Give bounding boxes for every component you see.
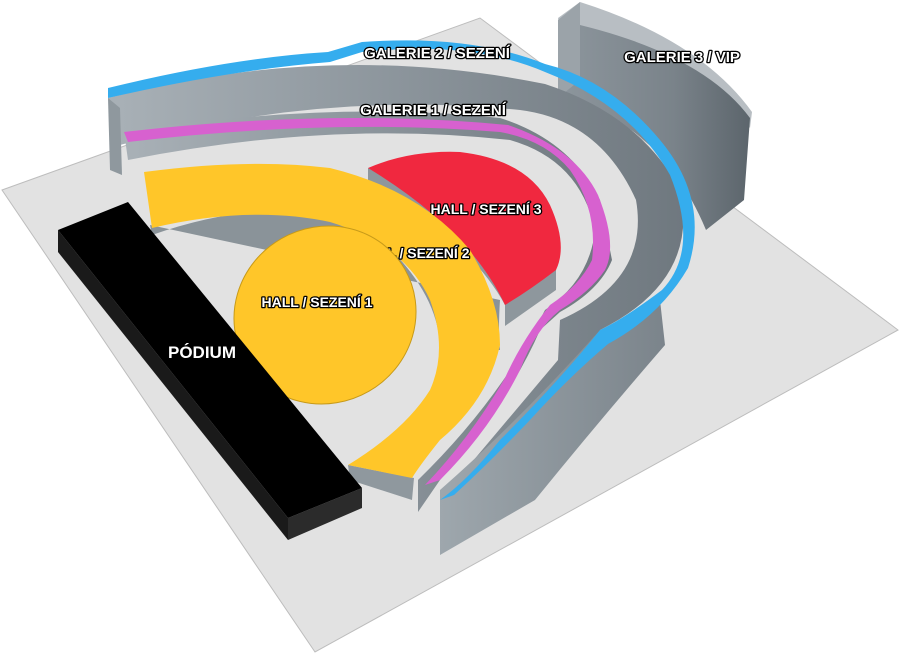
galerie-1-top [124,117,611,485]
hall-3-top [368,151,561,305]
galerie-2-label: GALERIE 2 / SEZENÍ [364,45,511,62]
podium-label: PÓDIUM [168,343,236,362]
podium-front [58,230,288,540]
galerie-2-wall-front [440,300,665,555]
podium[interactable]: PÓDIUM [58,202,362,540]
hall-2-front [348,465,414,500]
podium-side [288,488,362,540]
galerie-3-wall [558,20,750,230]
hall-3-label: HALL / SEZENÍ 3 [431,201,542,217]
galerie-1-label: GALERIE 1 / SEZENÍ [360,102,507,119]
hall-1-seating[interactable]: HALL / SEZENÍ 1 [201,193,448,437]
galerie-1-seating[interactable]: GALERIE 1 / SEZENÍ [124,101,612,512]
podium-top [58,202,362,518]
galerie-3-label: GALERIE 3 / VIP [624,49,740,66]
galerie-2-wall-left [108,98,122,175]
hall-2-top [144,163,500,479]
hall-1-label: HALL / SEZENÍ 1 [262,294,373,310]
galerie-2-seating[interactable]: GALERIE 2 / SEZENÍ [108,40,695,556]
